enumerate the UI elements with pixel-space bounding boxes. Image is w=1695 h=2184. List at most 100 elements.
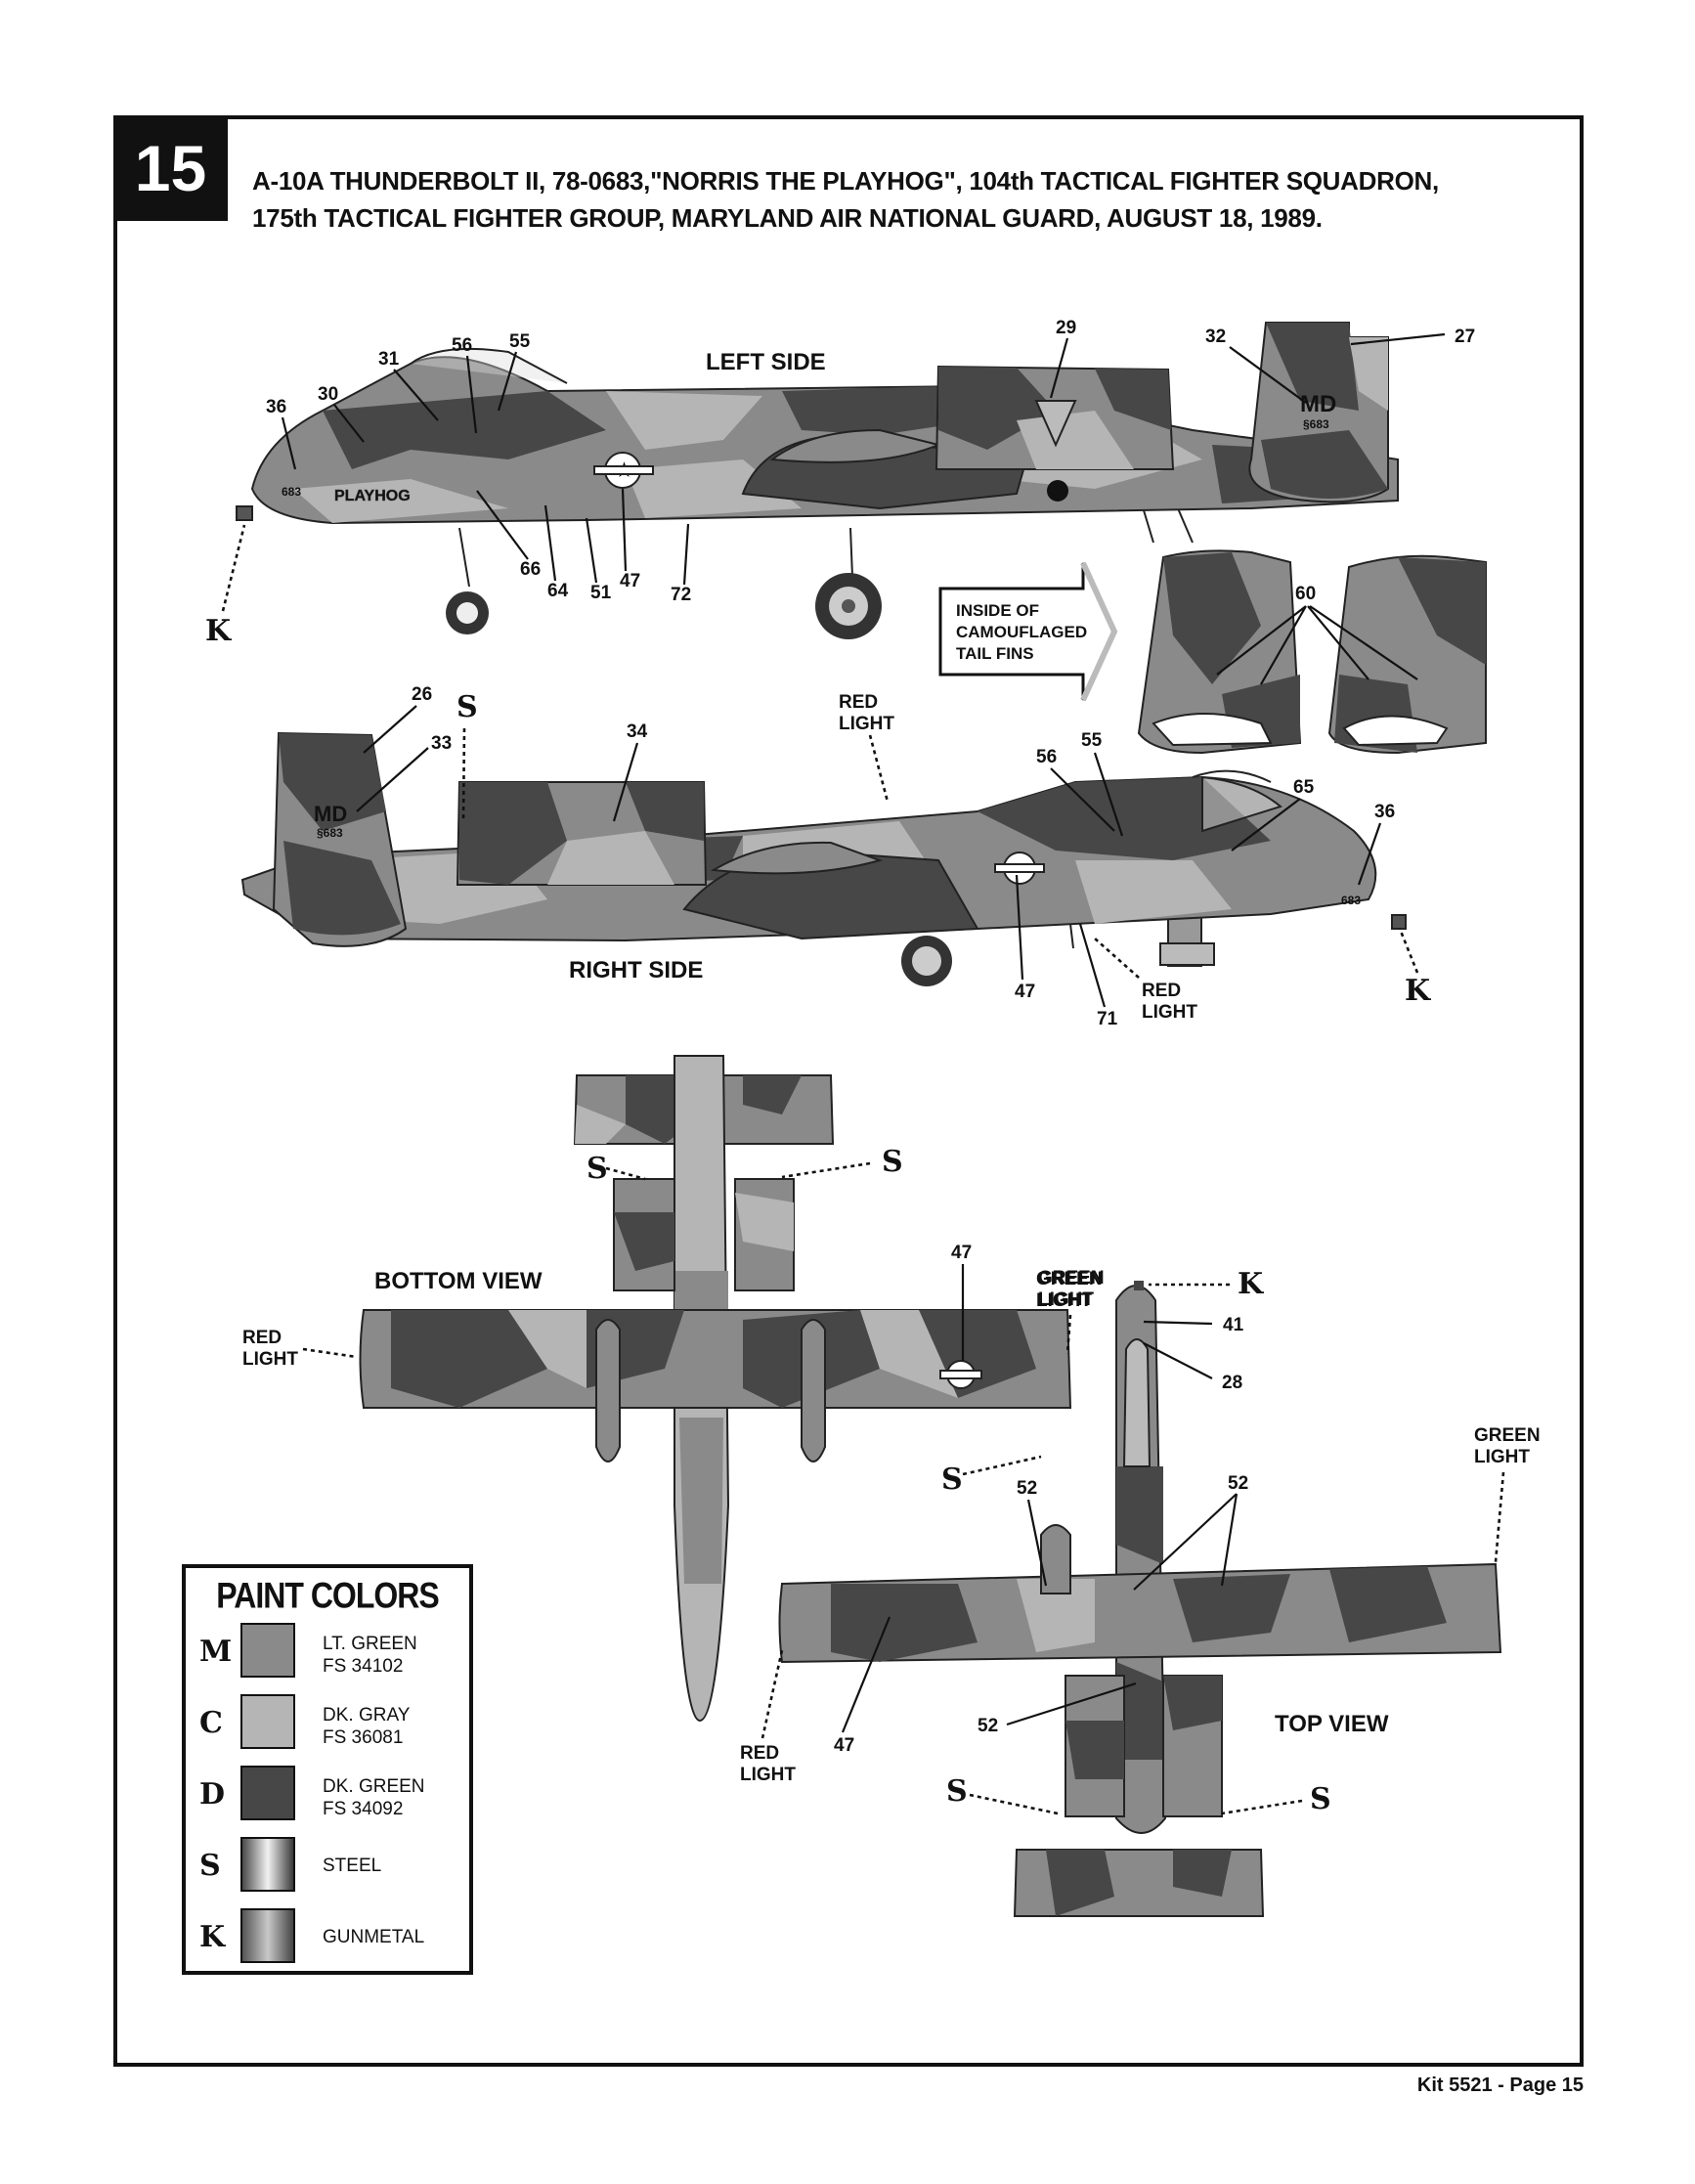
top-green-light-right-1: GREEN [1474,1425,1541,1446]
callout-26: 26 [412,684,432,705]
paint-swatch-dk-gray [240,1694,295,1749]
right-tail-code: MD [314,802,347,826]
paint-row-k: K GUNMETAL [186,1908,469,1967]
bottom-green-light-1: GREEN [1036,1269,1103,1289]
top-red-light-1: RED [740,1743,779,1764]
callout-34: 34 [627,721,648,742]
right-steel-code: S [456,690,478,724]
paint-swatch-dk-green [240,1766,295,1820]
right-side-view: MD §683 683 RIGHT SIDE 26 33 34 56 55 65… [240,684,1431,1029]
callout-55-left: 55 [509,331,531,352]
scheme-title-line-1: A-10A THUNDERBOLT II, 78-0683,"NORRIS TH… [252,166,1439,196]
callout-60: 60 [1295,584,1316,604]
right-callouts: 26 33 34 56 55 65 36 47 71 [356,684,1395,1029]
paint-name-steel: STEEL [323,1856,382,1876]
left-side-label: LEFT SIDE [706,349,826,375]
top-view: TOP VIEW 41 28 52 52 52 47 K GREEN LIGHT… [740,1267,1541,1917]
callout-64: 64 [547,581,569,601]
scheme-title: A-10A THUNDERBOLT II, 78-0683,"NORRIS TH… [252,162,1439,237]
callout-32: 32 [1205,327,1226,347]
right-nose-serial: 683 [1341,894,1361,907]
paint-code-m: M [199,1635,233,1669]
callout-36-left: 36 [266,397,286,417]
callout-33: 33 [431,733,452,754]
top-red-light-2: LIGHT [740,1765,796,1785]
callout-47-bottom: 47 [951,1243,972,1263]
bottom-steel-code-left: S [587,1152,608,1186]
paint-code-d: D [199,1777,226,1812]
top-steel-code-right: S [1310,1782,1331,1816]
callout-52-right: 52 [1228,1473,1248,1494]
paint-row-s: S STEEL [186,1837,469,1896]
callout-55-right: 55 [1081,730,1103,751]
callout-29: 29 [1056,318,1076,338]
bottom-red-light-1: RED [242,1328,282,1348]
callout-47-right: 47 [1015,982,1035,1002]
callout-47-left: 47 [620,571,640,591]
right-red-light-upper-1: RED [839,692,878,713]
left-nose-gear [446,527,489,634]
top-green-light-right-2: LIGHT [1474,1447,1530,1467]
paint-swatch-steel [240,1837,295,1892]
top-green-light-left-2: LIGHT [1038,1289,1094,1310]
left-main-gear [815,527,882,639]
inside-fins-note-3: TAIL FINS [956,644,1034,663]
left-nose-serial: 683 [282,485,301,499]
callout-72: 72 [671,585,691,605]
bottom-red-light-2: LIGHT [242,1349,298,1370]
callout-27: 27 [1455,327,1475,347]
right-red-light-upper-2: LIGHT [839,714,894,734]
paint-colors-title: PAINT COLORS [216,1575,439,1616]
callout-51: 51 [590,583,612,603]
paint-code-s: S [199,1849,221,1883]
callout-31: 31 [378,349,400,370]
right-side-label: RIGHT SIDE [569,957,703,983]
top-green-light-left-1: GREEN [1038,1268,1105,1289]
page-footer: Kit 5521 - Page 15 [1416,2075,1584,2096]
left-nose-art-name: PLAYHOG [334,488,411,504]
right-red-light-lower-1: RED [1142,981,1181,1001]
bottom-view-label: BOTTOM VIEW [374,1268,543,1294]
paint-name-gunmetal: GUNMETAL [323,1927,425,1947]
callout-56-right: 56 [1036,747,1057,767]
left-tail-code: MD [1300,391,1336,417]
callout-71: 71 [1097,1009,1118,1029]
bottom-steel-code-lower: S [941,1463,963,1497]
scheme-title-line-2: 175th TACTICAL FIGHTER GROUP, MARYLAND A… [252,203,1323,233]
inside-fins-note-2: CAMOUFLAGED [956,623,1087,641]
paint-swatch-gunmetal [240,1908,295,1963]
top-view-label: TOP VIEW [1275,1711,1389,1737]
inside-tail-fins: INSIDE OF CAMOUFLAGED TAIL FINS 60 [938,549,1487,755]
left-gunmetal-code: K [205,614,232,648]
left-side-view: ★ MD §683 683 PLAYHOG LEFT SIDE 36 30 31… [205,318,1475,648]
callout-65: 65 [1293,777,1315,798]
top-gunmetal-code: K [1238,1267,1264,1301]
step-number-badge: 15 [113,115,228,221]
bottom-green-light-2: LIGHT [1036,1290,1092,1311]
page-frame [113,115,1584,2067]
callout-47-top: 47 [834,1735,854,1756]
paint-code-c: C [199,1706,223,1740]
callout-28: 28 [1222,1373,1242,1393]
right-tail-serial: §683 [317,826,343,840]
callout-66: 66 [520,559,541,580]
bottom-view: BOTTOM VIEW 47 S S S RED LIGHT GREEN LIG… [242,1055,1103,1723]
top-steel-code-left: S [946,1774,968,1809]
left-tail-serial: §683 [1303,417,1329,431]
paint-swatch-lt-green [240,1623,295,1678]
left-callouts: 36 30 31 56 55 29 32 27 66 64 51 47 72 [266,318,1475,605]
callout-41: 41 [1223,1315,1244,1335]
callout-52-left: 52 [1017,1478,1037,1499]
callout-56-left: 56 [452,335,472,356]
callout-36-right: 36 [1374,802,1395,822]
callout-30: 30 [318,384,338,405]
inside-fins-note-1: INSIDE OF [956,601,1039,620]
